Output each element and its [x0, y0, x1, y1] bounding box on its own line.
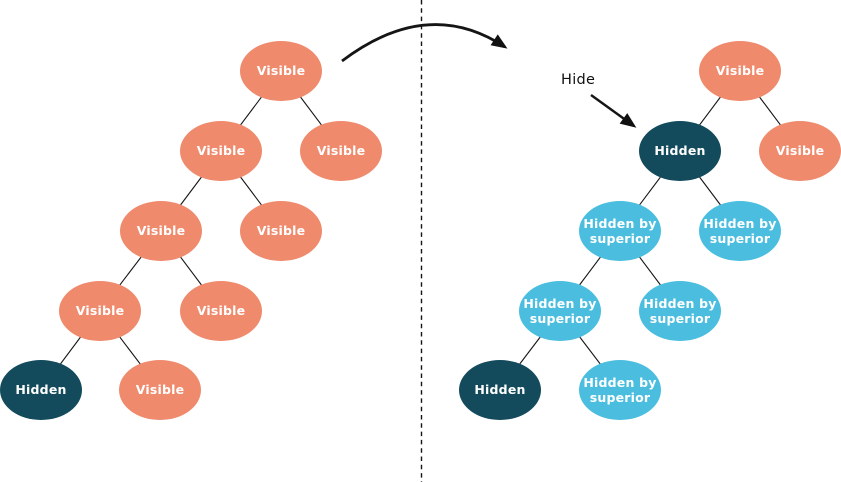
node-label: Visible [135, 382, 185, 398]
node-label: Visible [715, 63, 765, 79]
node-label: Visible [256, 63, 306, 79]
tree-node-hidden-by-superior: Hidden by superior [639, 281, 721, 341]
tree-node-visible: Visible [300, 121, 382, 181]
node-label: Visible [316, 143, 366, 159]
node-label: Visible [136, 223, 186, 239]
tree-node-hidden-by-superior: Hidden by superior [579, 201, 661, 261]
tree-node-visible: Visible [240, 201, 322, 261]
node-label: Hidden by superior [583, 215, 657, 246]
node-label: Visible [775, 143, 825, 159]
tree-node-visible: Visible [120, 201, 202, 261]
node-label: Visible [196, 143, 246, 159]
node-label: Hidden by superior [523, 295, 597, 326]
node-label: Hidden [474, 382, 526, 398]
hide-arrow-icon [590, 94, 637, 128]
node-label: Visible [75, 303, 125, 319]
tree-node-hidden-by-superior: Hidden by superior [519, 281, 601, 341]
tree-node-visible: Visible [240, 41, 322, 101]
tree-node-visible: Visible [699, 41, 781, 101]
tree-node-visible: Visible [180, 281, 262, 341]
tree-node-hidden: Hidden [639, 121, 721, 181]
node-label: Hidden by superior [643, 295, 717, 326]
node-label: Visible [256, 223, 306, 239]
node-label: Hidden by superior [703, 215, 777, 246]
node-label: Visible [196, 303, 246, 319]
tree-node-visible: Visible [759, 121, 841, 181]
tree-node-visible: Visible [59, 281, 141, 341]
node-label: Hidden by superior [583, 374, 657, 405]
node-label: Hidden [15, 382, 67, 398]
tree-node-hidden: Hidden [459, 360, 541, 420]
node-label: Hidden [654, 143, 706, 159]
tree-node-visible: Visible [119, 360, 201, 420]
tree-node-hidden: Hidden [0, 360, 82, 420]
tree-node-visible: Visible [180, 121, 262, 181]
transform-arrow-icon [341, 23, 508, 63]
tree-node-hidden-by-superior: Hidden by superior [579, 360, 661, 420]
tree-node-hidden-by-superior: Hidden by superior [699, 201, 781, 261]
hide-annotation-label: Hide [561, 72, 596, 88]
